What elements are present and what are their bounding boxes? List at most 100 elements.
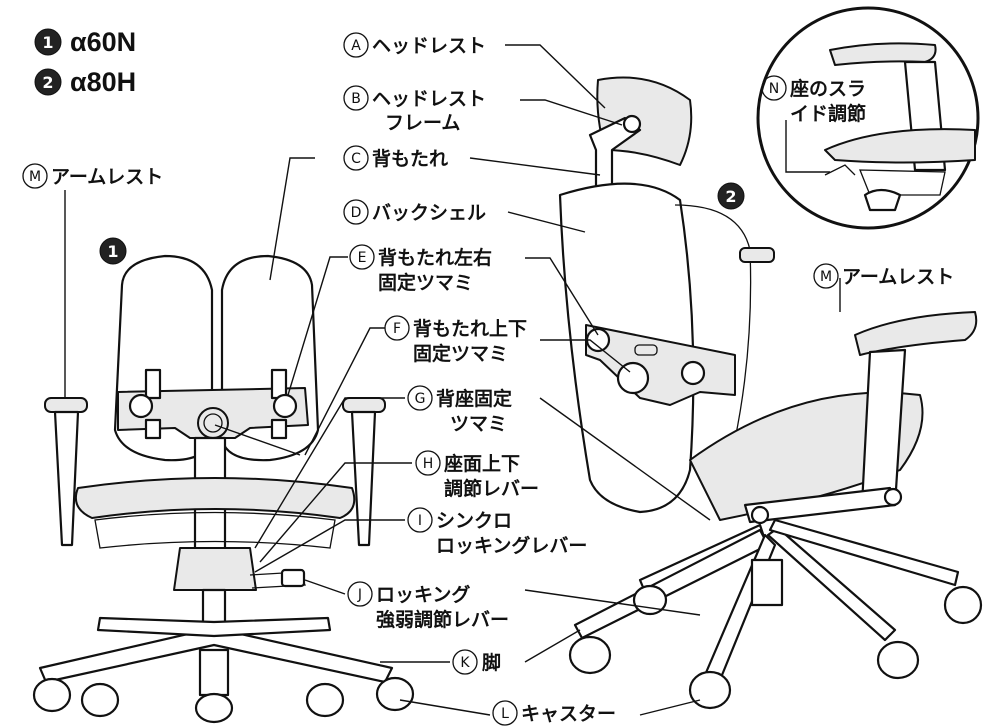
callout-text: 背もたれ	[372, 147, 448, 170]
seat-underside	[94, 511, 336, 549]
model-legend-item-1: 1 α60N	[34, 27, 136, 57]
seat-mechanism	[173, 547, 257, 591]
chair-marker: 2	[725, 187, 736, 206]
callout-letter: N	[769, 81, 779, 97]
armrest-pad-left	[44, 397, 88, 413]
knob-bracket-right	[270, 368, 288, 400]
model-number: 2	[42, 73, 53, 92]
armrest-pad-far	[739, 247, 775, 263]
armrest-pad-right	[342, 397, 386, 413]
callout-letter-circle	[415, 450, 441, 476]
gas-cylinder	[750, 558, 784, 607]
callout-letter: A	[351, 38, 361, 54]
back-plate-slot	[634, 344, 658, 356]
callout-letter: I	[418, 513, 422, 529]
seat-slide-detail-inset	[756, 6, 980, 230]
caster	[305, 682, 345, 718]
callout-text: キャスター	[521, 703, 616, 725]
inset-mechanism	[859, 169, 946, 196]
callout-D: D バックシェル	[343, 199, 486, 225]
callout-text: 固定ツマミ	[378, 271, 473, 294]
callout-text: フレーム	[385, 112, 460, 134]
armrest-post-near	[860, 348, 907, 507]
callout-letter-circle	[343, 199, 369, 225]
callout-text: イド調節	[790, 102, 866, 125]
model-number: 1	[42, 33, 53, 52]
base-legs-front	[38, 626, 394, 684]
caster	[375, 676, 415, 712]
locking-lever-grip	[280, 568, 306, 588]
back-side-knob-left	[128, 393, 154, 419]
callout-letter: B	[351, 91, 361, 107]
callout-letter: F	[393, 321, 401, 337]
armrest-post-left	[53, 410, 80, 547]
callout-N: N 座のスラ イド調節	[761, 75, 866, 125]
base-leg	[768, 518, 960, 587]
knob-bracket-right-lower	[270, 418, 288, 440]
callout-K: K 脚	[452, 649, 501, 675]
callout-text: 調節レバー	[444, 477, 539, 500]
back-height-knob	[616, 361, 650, 395]
base-leg-center	[198, 648, 230, 697]
callout-letter: C	[351, 151, 361, 167]
callout-letter-circle	[761, 75, 787, 101]
back-side-knob-right	[272, 393, 298, 419]
chair-marker-badge	[99, 237, 127, 265]
callout-letter-circle	[343, 85, 369, 111]
callout-M-left: M アームレスト	[22, 163, 163, 189]
back-seat-knob	[197, 407, 229, 439]
model-number-badge	[34, 28, 62, 56]
callout-text: 座のスラ	[790, 77, 866, 100]
model-number-badge	[34, 68, 62, 96]
caster	[688, 670, 732, 710]
callout-letter: G	[415, 391, 426, 407]
callout-E: E 背もたれ左右 固定ツマミ	[349, 244, 492, 294]
inset-armrest-pad	[829, 42, 937, 66]
mechanism-pivot	[750, 505, 770, 525]
seat	[74, 477, 356, 519]
inset-lever-tip	[824, 164, 856, 176]
callout-text: 強弱調節レバー	[376, 608, 509, 631]
armrest-pad-near	[854, 311, 978, 356]
callout-text: ヘッドレスト	[372, 88, 486, 110]
inset-slide-lever	[863, 188, 902, 212]
chair-marker: 1	[107, 242, 118, 261]
callout-letter-circle	[813, 263, 839, 289]
callout-letter-circle	[349, 244, 375, 270]
callout-letter: M	[820, 269, 832, 285]
back-seat-knob-inner	[203, 413, 223, 433]
knob-bracket-left-lower	[144, 418, 162, 440]
callout-text: ツマミ	[450, 413, 507, 435]
leader-lines	[64, 44, 841, 716]
caster	[876, 640, 920, 680]
callout-text: ヘッドレスト	[372, 35, 486, 57]
callout-letter-circle	[407, 385, 433, 411]
callout-text: アームレスト	[842, 266, 954, 288]
callout-B: B ヘッドレスト フレーム	[343, 85, 486, 134]
back-knob-plate	[585, 324, 736, 406]
model-name: α80H	[70, 67, 136, 97]
base-legs-back	[96, 616, 332, 638]
callout-text: 背もたれ上下	[413, 317, 527, 340]
back-side-knob	[680, 360, 706, 386]
callout-letter: E	[358, 250, 367, 266]
callout-text: ロッキングレバー	[436, 534, 587, 557]
callout-letter: D	[351, 205, 362, 221]
caster	[194, 692, 234, 724]
model-legend: 1 α60N 2 α80H	[34, 27, 136, 97]
callout-letter-circle	[22, 163, 48, 189]
knob-bracket-left	[144, 368, 162, 400]
callout-letter-circle	[343, 145, 369, 171]
callout-letter-circle	[407, 507, 433, 533]
callout-F: F 背もたれ上下 固定ツマミ	[384, 315, 527, 365]
callout-text: ロッキング	[376, 583, 470, 606]
callout-J: J ロッキング 強弱調節レバー	[347, 581, 509, 631]
callout-A: A ヘッドレスト	[343, 32, 486, 58]
callout-text: シンクロ	[436, 510, 512, 532]
callout-letter: K	[460, 655, 470, 671]
callout-text: 背座固定	[436, 387, 512, 410]
chair-1-illustration: 1	[32, 237, 415, 724]
caster	[80, 682, 120, 718]
inset-seat	[824, 128, 976, 164]
